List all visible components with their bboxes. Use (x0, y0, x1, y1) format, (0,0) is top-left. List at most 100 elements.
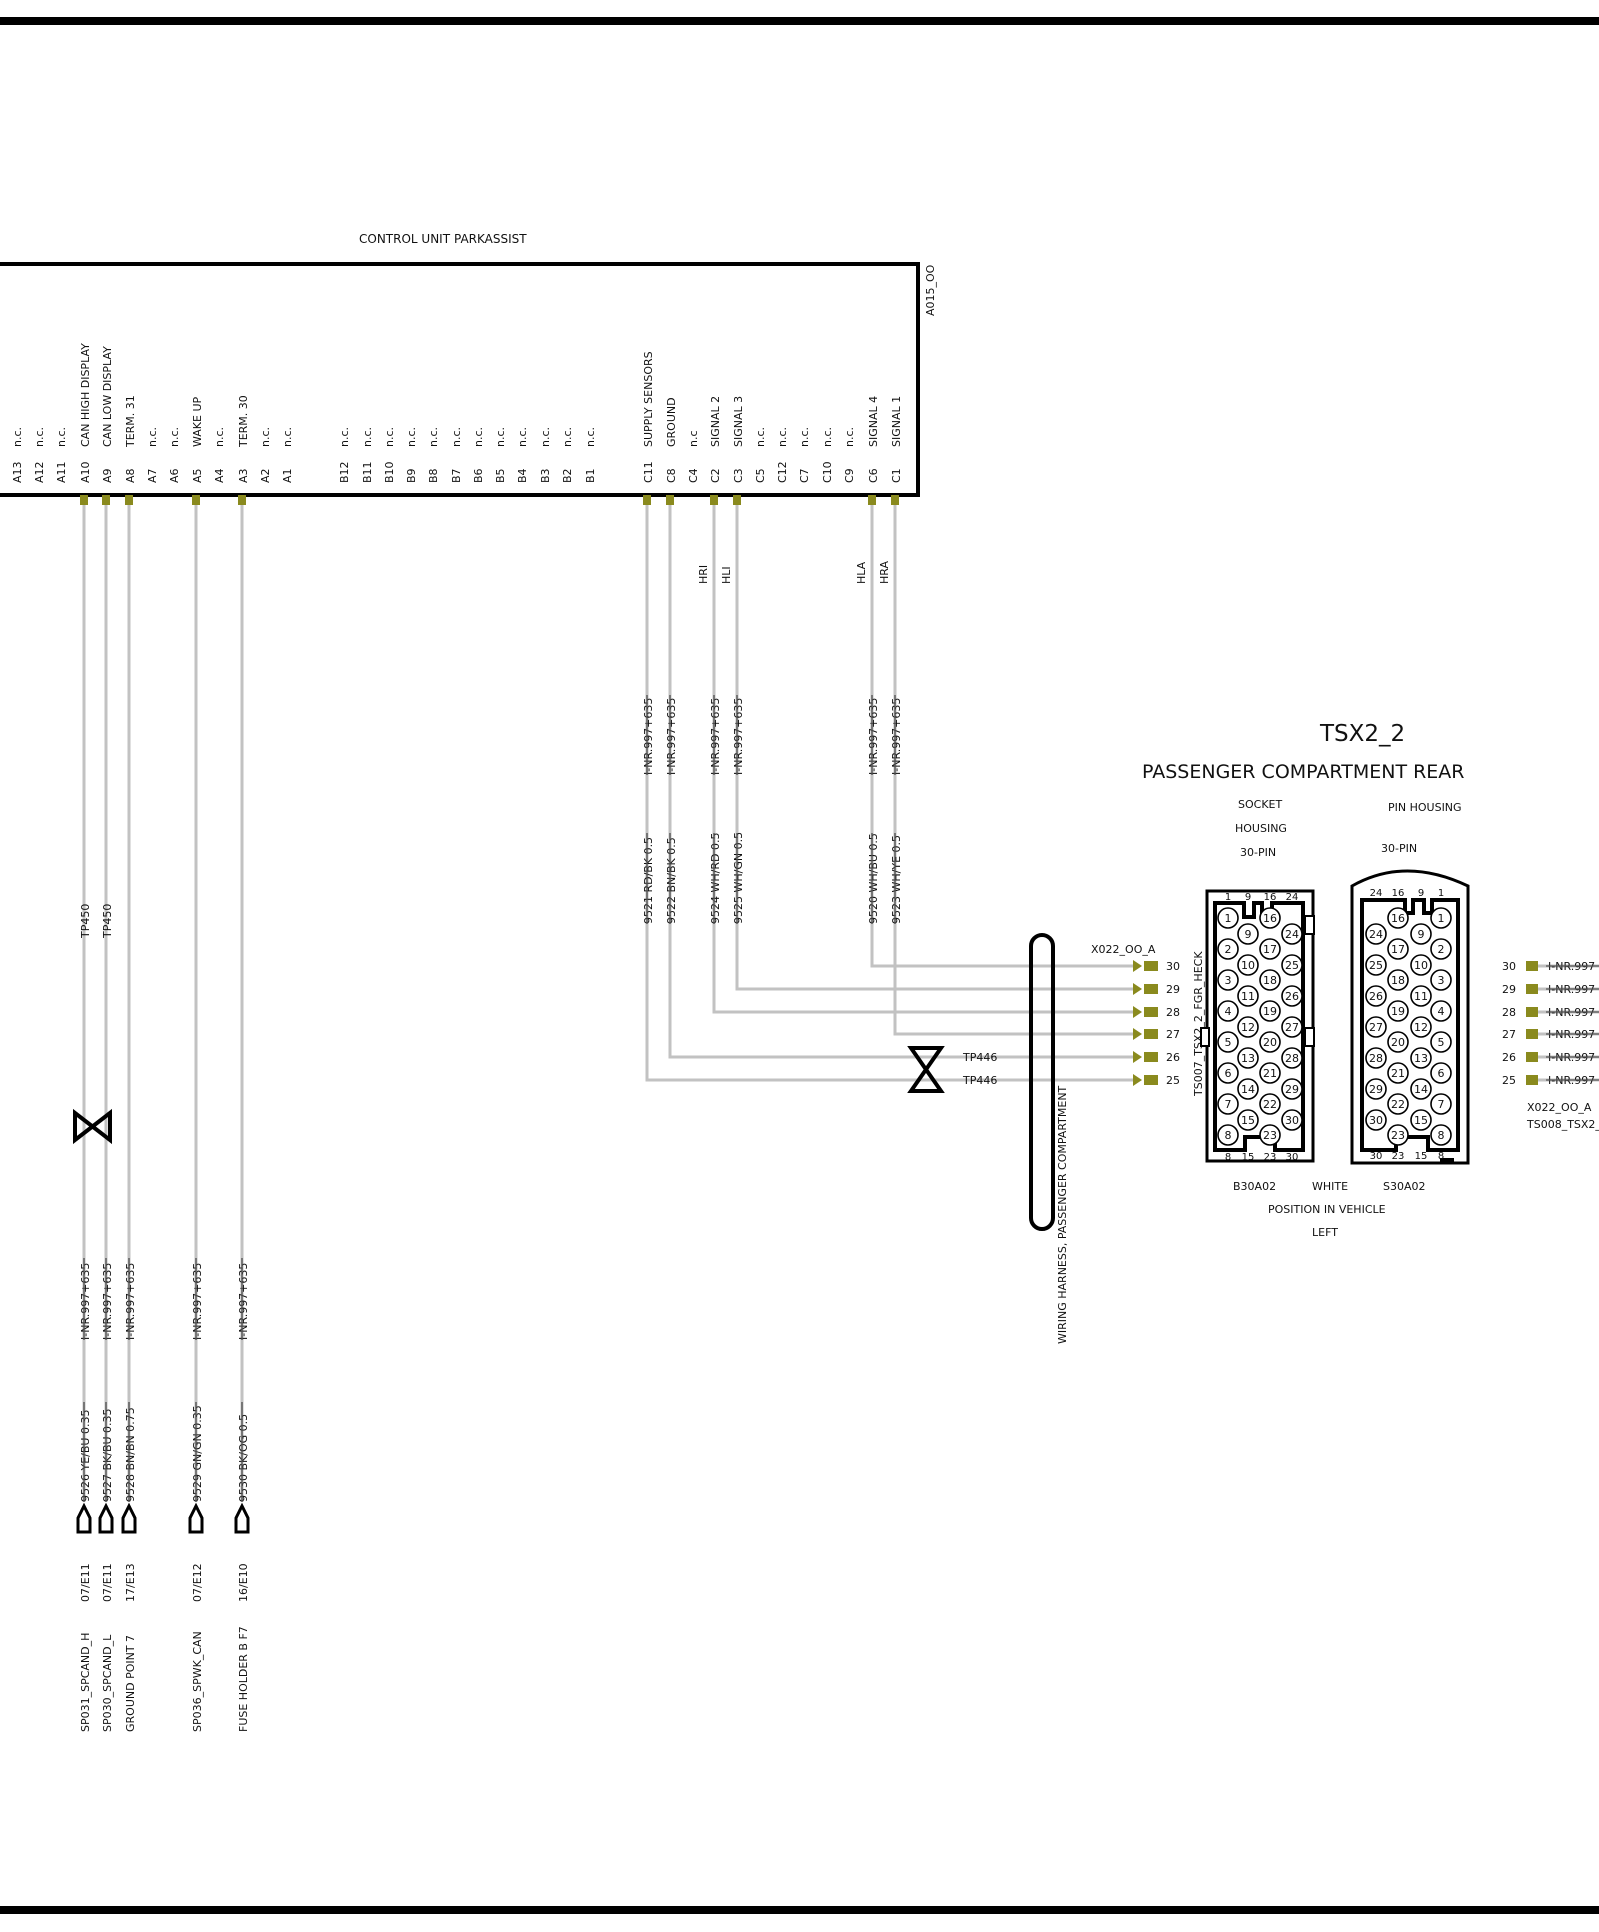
pin-marker (643, 495, 651, 505)
connector-pin-number: 25 (1166, 1074, 1180, 1087)
signal-label: HRI (697, 565, 710, 584)
pin-number: 20 (1391, 1036, 1405, 1049)
wire-label: 9522 BN/BK 0.5 (665, 837, 678, 924)
connector-pin-number: 28 (1166, 1006, 1180, 1019)
pin-bottom-number: 8 (1438, 1151, 1444, 1162)
edge-label-2: TS008_TSX2_ (1526, 1118, 1599, 1131)
pin-marker (710, 495, 718, 505)
destination-label: GROUND POINT 7 (124, 1635, 137, 1732)
pin-circle (1410, 923, 1432, 945)
pin-id: A10 (79, 461, 92, 483)
pin-label: n.c. (472, 427, 485, 447)
pin-label: n.c. (494, 427, 507, 447)
pin-number: 3 (1225, 974, 1232, 987)
inr-label: I-NR.997+635 (709, 698, 722, 775)
pin-circle (1281, 1047, 1303, 1069)
pin-number: 11 (1414, 990, 1428, 1003)
pin-marker (238, 495, 246, 505)
connector-pin-number: 27 (1166, 1028, 1180, 1041)
page-ref: 07/E11 (79, 1563, 92, 1602)
signal-label: HRA (878, 561, 891, 584)
pin-number: 4 (1438, 1005, 1445, 1018)
socket-top-number: 24 (1286, 892, 1299, 903)
pin-bottom-number: 30 (1370, 1151, 1383, 1162)
pin-number: 27 (1369, 1021, 1383, 1034)
pin-id: C7 (798, 468, 811, 483)
pin-id: C12 (776, 461, 789, 483)
pin-number: 3 (1438, 974, 1445, 987)
wire-label: 9526 YE/BU 0.35 (79, 1410, 92, 1502)
pin-marker (125, 495, 133, 505)
pin-label: n.c. (259, 427, 272, 447)
pin-label: n.c. (338, 427, 351, 447)
pin-id: A13 (11, 461, 24, 483)
pin-number: 23 (1263, 1129, 1277, 1142)
pin-arrow-icon (1133, 1074, 1142, 1086)
pin-id: B12 (338, 461, 351, 483)
wire-terminal-icon (188, 1502, 204, 1534)
pin-label: n.c. (427, 427, 440, 447)
edge-pin-number: 25 (1502, 1074, 1516, 1087)
pin-id: A9 (101, 468, 114, 483)
destination-label: SP036_SPWK_CAN (191, 1631, 204, 1732)
pin-circle (1281, 954, 1303, 976)
pin-number: 18 (1263, 974, 1277, 987)
wire-line (735, 505, 1133, 991)
pin-label: n.c. (798, 427, 811, 447)
pin-number: 29 (1285, 1083, 1299, 1096)
pin-number: 25 (1285, 959, 1299, 972)
pin-circle (1430, 938, 1452, 960)
pin-arrow-icon (1133, 983, 1142, 995)
signal-label: HLA (855, 561, 868, 584)
pin-arrow-icon (1133, 1006, 1142, 1018)
socket-part: B30A02 (1233, 1180, 1276, 1193)
pin-number: 1 (1225, 912, 1232, 925)
pin-part: S30A02 (1383, 1180, 1426, 1193)
pin-marker (1526, 1029, 1538, 1039)
pin-number: 15 (1414, 1114, 1428, 1127)
pin-circle (1365, 1078, 1387, 1100)
pin-circle (1259, 1000, 1281, 1022)
pin-label: n.c. (405, 427, 418, 447)
housing-color: WHITE (1312, 1180, 1348, 1193)
pin-id: B5 (494, 468, 507, 483)
pin-id: C4 (687, 468, 700, 483)
pin-label: n.c. (33, 427, 46, 447)
pin-number: 2 (1438, 943, 1445, 956)
pin-number: 26 (1369, 990, 1383, 1003)
socket-label-2: HOUSING (1235, 822, 1287, 835)
pin-label: SUPPLY SENSORS (642, 351, 655, 447)
wire-line (645, 505, 1133, 1082)
pin-circle (1237, 923, 1259, 945)
pin-label: GROUND (665, 397, 678, 447)
connector-id: X022_OO_A (1091, 943, 1156, 956)
pin-circle (1217, 1124, 1239, 1146)
pin-number: 17 (1263, 943, 1277, 956)
inr-label: I-NR.997+635 (124, 1263, 137, 1340)
destination-label: SP031_SPCAND_H (79, 1633, 92, 1732)
edge-pin-number: 28 (1502, 1006, 1516, 1019)
pin-marker (80, 495, 88, 505)
pin-marker (1526, 961, 1538, 971)
pin-label: SIGNAL 3 (732, 396, 745, 447)
pin-number: 13 (1241, 1052, 1255, 1065)
pin-label: SIGNAL 2 (709, 396, 722, 447)
pin-label: n.c. (281, 427, 294, 447)
connector-pin-number: 29 (1166, 983, 1180, 996)
pin-arrow-icon (1133, 1028, 1142, 1040)
pin-label: n.c. (539, 427, 552, 447)
pin-number: 28 (1369, 1052, 1383, 1065)
pin-circle (1430, 907, 1452, 929)
edge-pin-number: 27 (1502, 1028, 1516, 1041)
pin-label: n.c. (754, 427, 767, 447)
pin-id: C1 (890, 468, 903, 483)
pin-circle (1387, 1093, 1409, 1115)
pin-id: B1 (584, 468, 597, 483)
pin-number: 30 (1285, 1114, 1299, 1127)
page-ref: 17/E13 (124, 1563, 137, 1602)
pin-marker (102, 495, 110, 505)
